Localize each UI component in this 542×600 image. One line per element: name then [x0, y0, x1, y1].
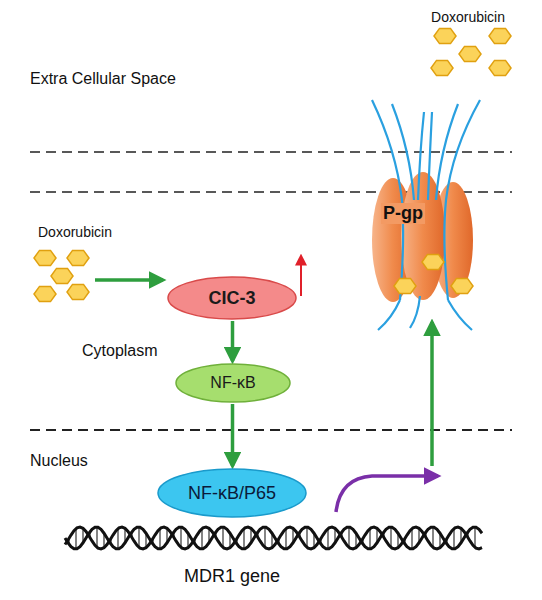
region-label: Nucleus: [30, 452, 88, 470]
region-label: MDR1 gene: [184, 566, 280, 587]
nuclear-envelope: [30, 429, 512, 431]
region-label: Doxorubicin: [38, 224, 112, 240]
pathway-arrow: [231, 321, 235, 361]
membrane-outer: [30, 151, 512, 153]
doxorubicin-molecules: [34, 28, 511, 301]
region-label: Extra Cellular Space: [30, 70, 176, 88]
transporter-label: P-gp: [379, 202, 427, 225]
transcription-arrow: [336, 476, 438, 512]
pathway-arrow: [231, 404, 235, 466]
protein-ellipse: NF-κB/P65: [157, 468, 307, 518]
node-text: NF-κB/P65: [188, 483, 276, 504]
dna-helix: [65, 527, 482, 549]
node-text: NF-κB: [210, 374, 255, 392]
membrane-inner: [30, 191, 512, 193]
expression-arrow: [430, 322, 434, 466]
pgp-transporter: [372, 100, 480, 330]
protein-ellipse: CIC-3: [167, 276, 297, 320]
protein-ellipse: NF-κB: [175, 363, 291, 403]
node-text: P-gp: [381, 203, 425, 224]
uptake-arrow: [95, 278, 163, 282]
node-text: CIC-3: [208, 288, 255, 309]
region-label: Doxorubicin: [431, 9, 505, 25]
region-label: Cytoplasm: [82, 342, 158, 360]
upregulation-arrow: [300, 256, 302, 296]
